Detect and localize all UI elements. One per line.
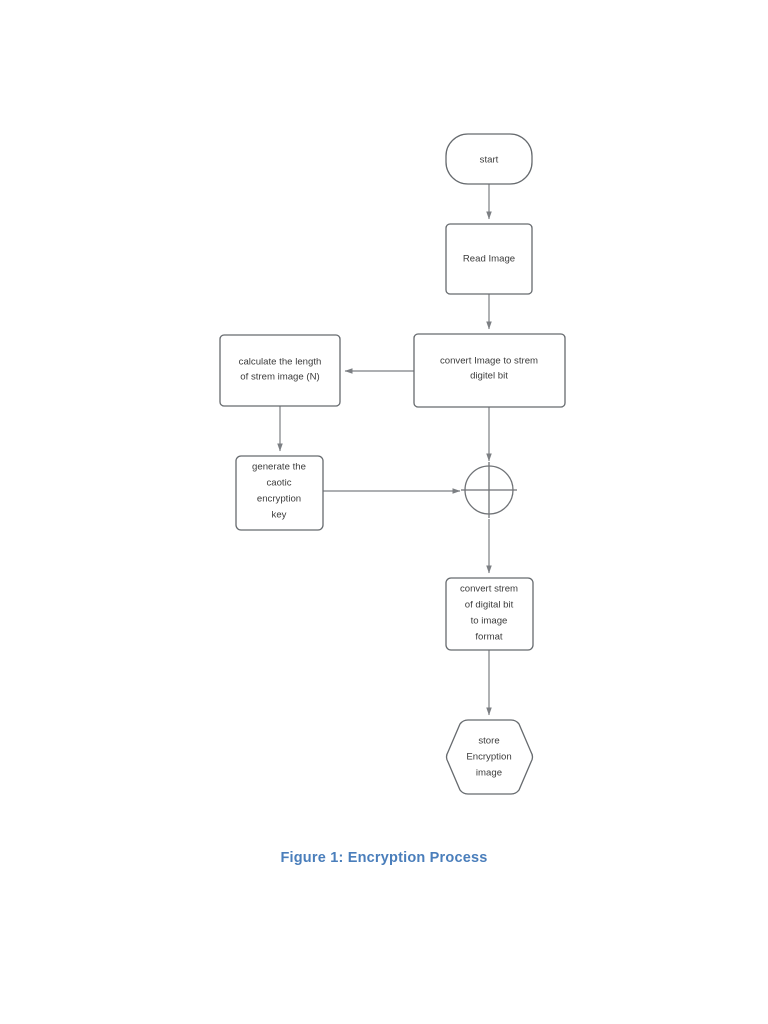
generate-key-label-line-3: encryption bbox=[257, 494, 301, 505]
node-convert-image-to-stream[interactable]: convert Image to strem digitel bit bbox=[413, 333, 566, 408]
node-start[interactable]: start bbox=[445, 133, 533, 185]
node-xor-operator[interactable] bbox=[461, 462, 517, 518]
convert-stream-label-line-3: to image bbox=[471, 616, 508, 627]
calculate-length-box-shape bbox=[219, 334, 341, 407]
store-image-label-line-2: Encryption bbox=[466, 752, 511, 763]
node-read-image[interactable]: Read Image bbox=[445, 223, 533, 295]
node-generate-key[interactable]: generate the caotic encryption key bbox=[235, 455, 324, 531]
convert-stream-label-line-1: convert strem bbox=[460, 584, 518, 595]
connectors bbox=[277, 184, 492, 716]
node-store-encryption-image[interactable]: store Encryption image bbox=[445, 719, 534, 795]
node-calculate-length[interactable]: calculate the length of strem image (N) bbox=[219, 334, 341, 407]
generate-key-box-shape bbox=[235, 455, 324, 531]
start-label-line-1: start bbox=[480, 155, 499, 166]
store-image-label-line-3: image bbox=[476, 768, 502, 779]
read-image-box-shape bbox=[445, 223, 533, 295]
generate-key-label-line-4: key bbox=[272, 510, 287, 521]
generate-key-label-line-1: generate the bbox=[252, 462, 306, 473]
start-terminator-shape bbox=[445, 133, 533, 185]
convert-stream-box-shape bbox=[445, 577, 534, 651]
store-image-label-line-1: store bbox=[478, 736, 499, 747]
calculate-length-label-line-2: of strem image (N) bbox=[240, 372, 319, 383]
calculate-length-label-line-1: calculate the length bbox=[239, 357, 322, 368]
convert-image-label-line-2: digitel bit bbox=[470, 371, 508, 382]
convert-image-box-shape bbox=[413, 333, 566, 408]
read-image-label-line-1: Read Image bbox=[463, 254, 515, 265]
node-convert-stream-to-image[interactable]: convert strem of digital bit to image fo… bbox=[445, 577, 534, 651]
figure-caption: Figure 1: Encryption Process bbox=[280, 850, 488, 866]
store-image-hexagon-shape bbox=[445, 719, 534, 795]
generate-key-label-line-2: caotic bbox=[266, 478, 291, 489]
convert-stream-label-line-2: of digital bit bbox=[465, 600, 514, 611]
convert-image-label-line-1: convert Image to strem bbox=[440, 356, 538, 367]
convert-stream-label-line-4: format bbox=[475, 632, 503, 643]
